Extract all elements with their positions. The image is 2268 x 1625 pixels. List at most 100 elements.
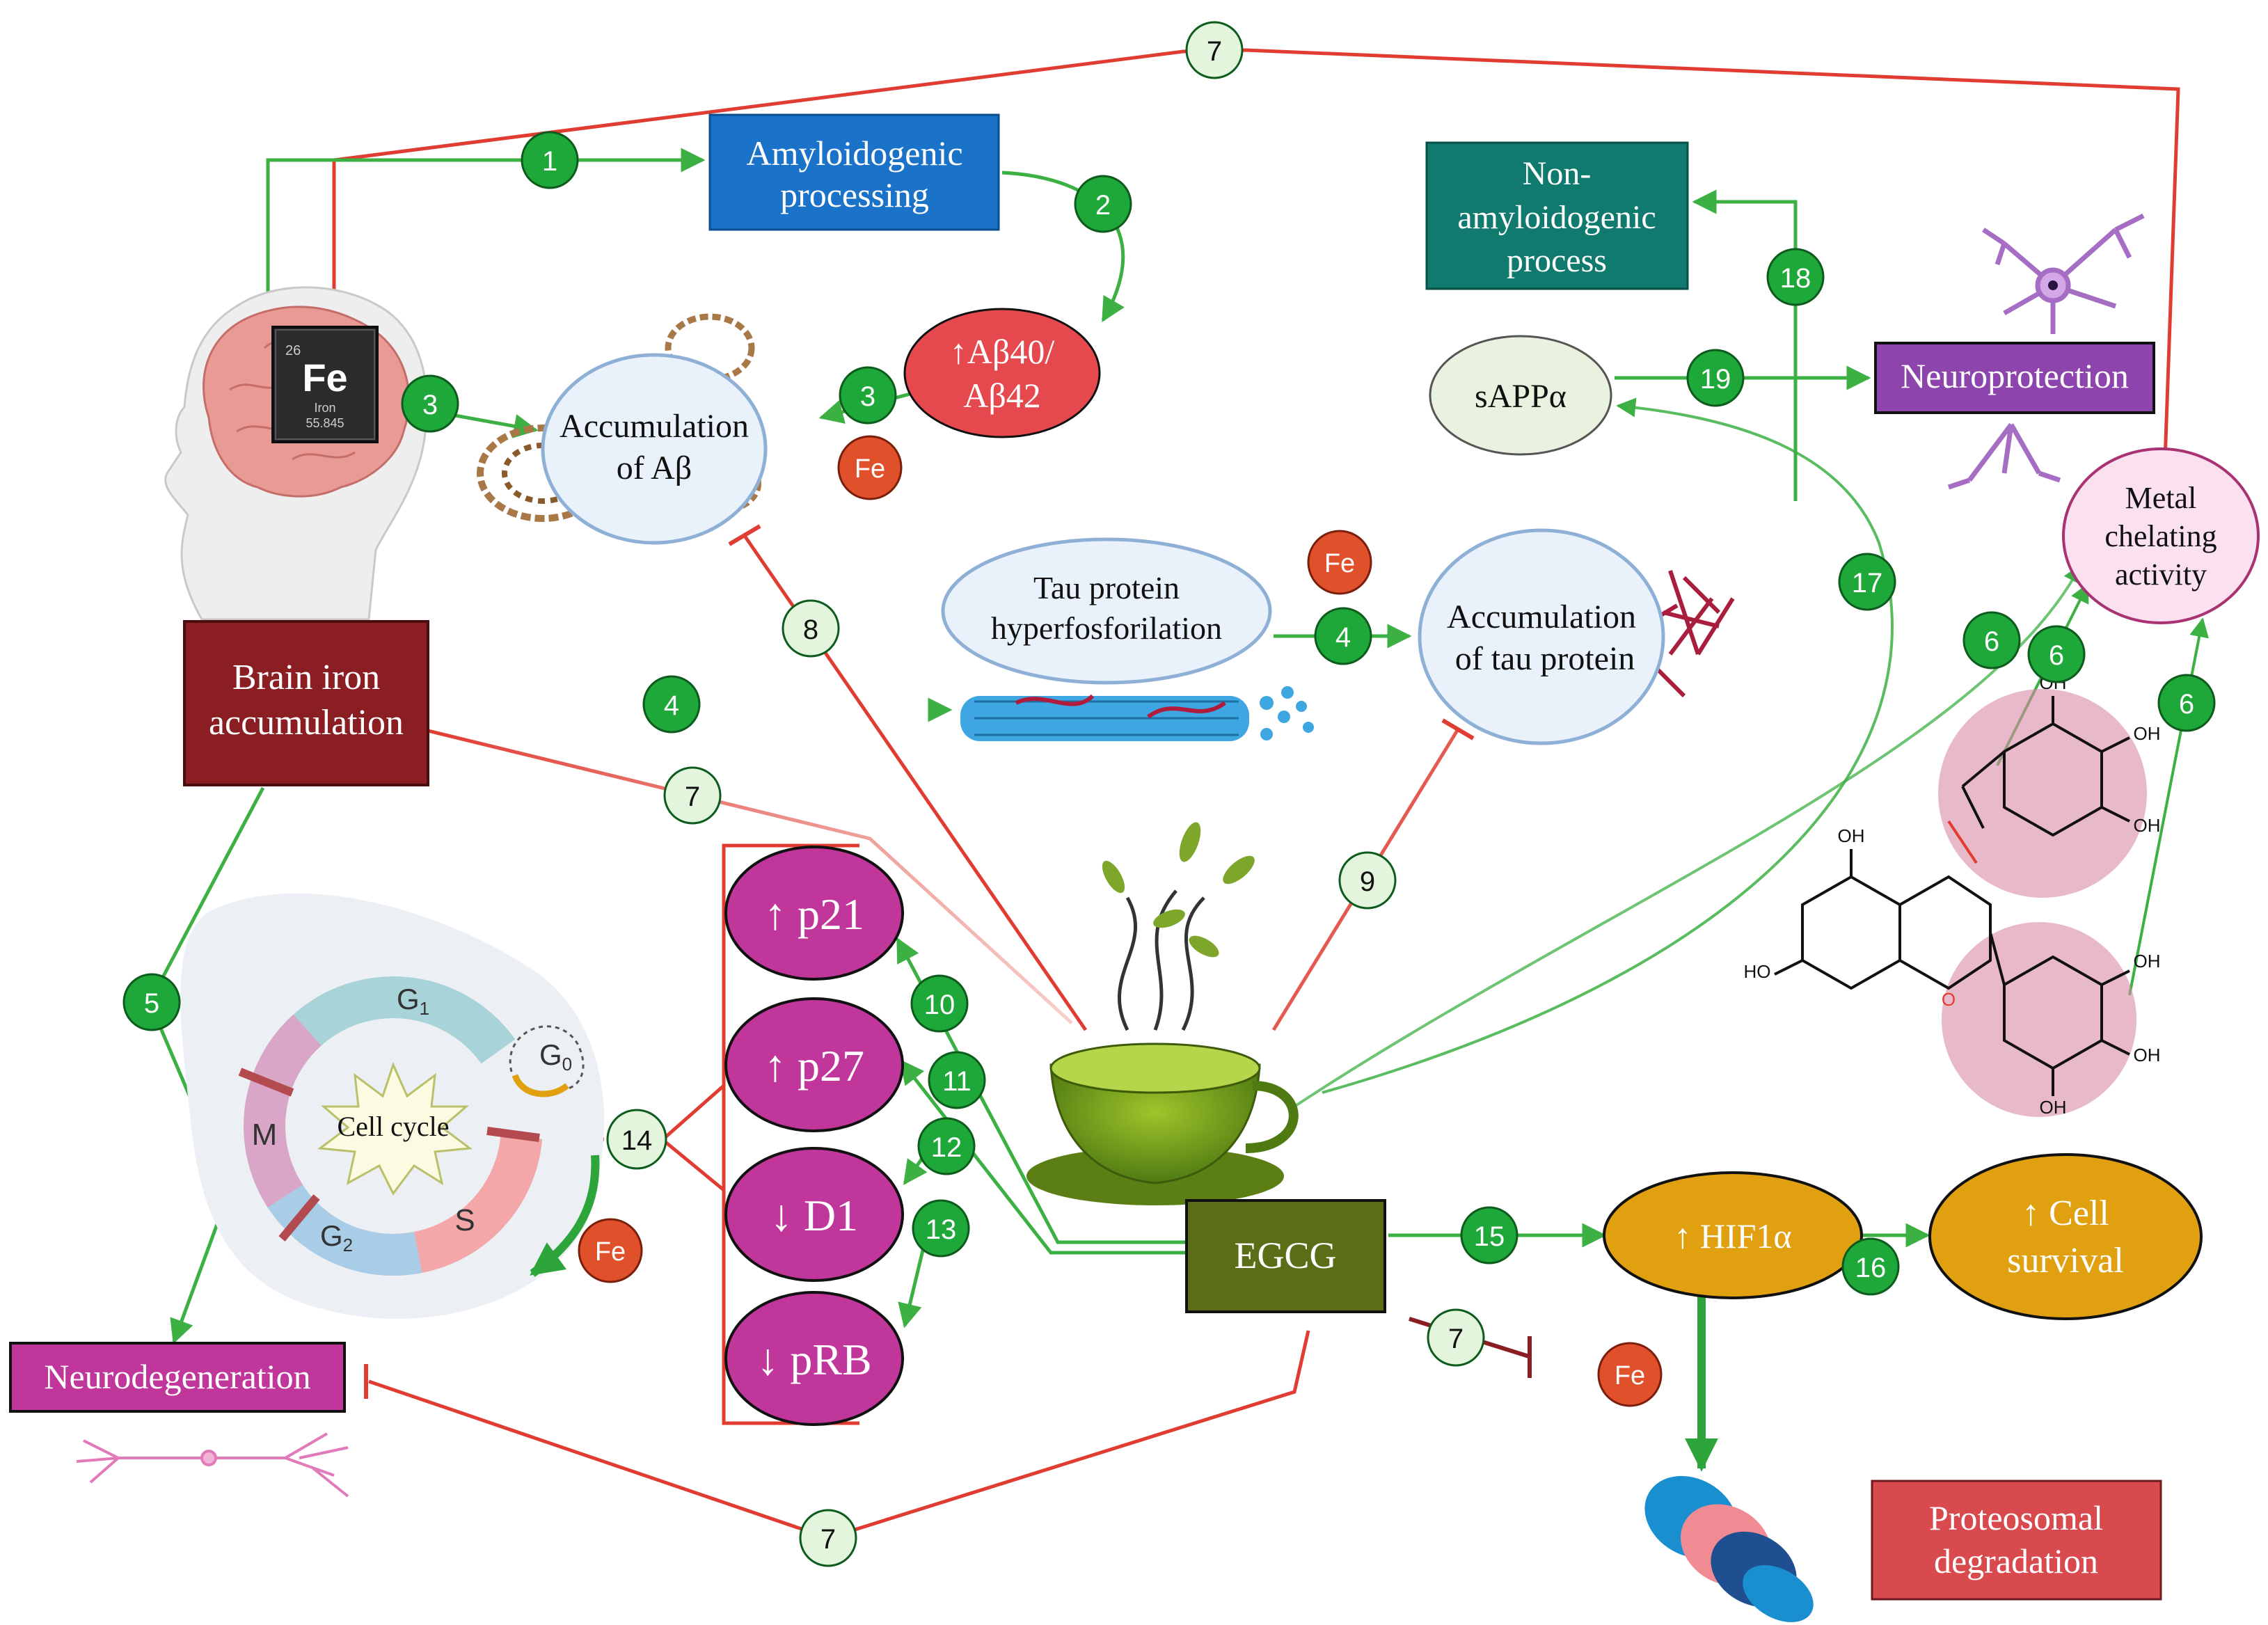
non-amyloid-label-2: amyloidogenic xyxy=(1457,199,1656,236)
step-badge-10: 10 xyxy=(910,974,969,1033)
fe-badge-cell-cycle: Fe xyxy=(578,1218,643,1283)
amyloidogenic-label-1: Amyloidogenic xyxy=(746,134,962,173)
step-badge-4b-label: 4 xyxy=(1335,622,1351,653)
oh-label-5: OH xyxy=(2134,951,2161,972)
cell-survival-label-1: ↑ Cell xyxy=(2022,1194,2109,1233)
step-badge-11-label: 11 xyxy=(942,1066,972,1097)
connectors xyxy=(148,48,2209,1540)
neuron-illustration-pink xyxy=(76,1432,349,1498)
oh-label-7: OH xyxy=(2040,1097,2067,1118)
d1-label: ↓ D1 xyxy=(770,1191,858,1240)
egcg-label: EGCG xyxy=(1235,1235,1337,1276)
metal-chelating-label-2: chelating xyxy=(2104,519,2217,553)
egcg-node: EGCG xyxy=(1185,1199,1386,1313)
step-badge-3b-label: 3 xyxy=(860,381,875,412)
step-badge-6a: 6 xyxy=(1962,611,2021,669)
step-badge-17: 17 xyxy=(1838,553,1896,611)
accumulation-abeta-node: Accumulation of Aβ xyxy=(541,353,768,545)
step-badge-4a: 4 xyxy=(642,675,701,734)
step-badges: 1 2 3 3 4 4 5 6 6 6 7 7 7 7 8 9 10 11 12… xyxy=(122,21,2216,1567)
sappa-node: sAPPα xyxy=(1429,335,1612,456)
g1-label: G1 xyxy=(397,983,429,1019)
proteosomal-label-1: Proteosomal xyxy=(1929,1498,2103,1537)
abeta-ratio-node: ↑Aβ40/ Aβ42 xyxy=(903,308,1101,438)
step-badge-7d-label: 7 xyxy=(820,1524,836,1555)
neurodegeneration-label: Neurodegeneration xyxy=(44,1357,310,1396)
step-badge-3b: 3 xyxy=(839,366,897,425)
checkpoint-s xyxy=(486,1127,540,1142)
tea-steam xyxy=(1118,889,1205,1031)
step-badge-14-label: 14 xyxy=(621,1125,653,1156)
galloyl-highlight-bottom xyxy=(1942,922,2136,1117)
step-badge-2-label: 2 xyxy=(1095,190,1111,221)
step-badge-7b: 7 xyxy=(663,766,722,825)
inhibit-line-7-mid xyxy=(427,729,1073,1024)
tea-leaf-4 xyxy=(1153,909,1185,928)
step-badge-7d: 7 xyxy=(799,1509,857,1567)
ring-oxygen-label: O xyxy=(1942,989,1956,1010)
neuroprotection-label: Neuroprotection xyxy=(1901,356,2129,395)
arrow-17 xyxy=(1322,397,1894,1094)
step-badge-5-label: 5 xyxy=(144,988,159,1019)
g0-loop xyxy=(509,1025,585,1091)
p27-node: ↑ p27 xyxy=(724,997,904,1132)
brain-iron-label-1: Brain iron xyxy=(232,658,380,697)
step-badge-6c: 6 xyxy=(2157,674,2216,732)
cell-cycle-diagram: Cell cycle G1 G0 M S G2 xyxy=(180,893,605,1319)
step-badge-17-label: 17 xyxy=(1852,568,1883,599)
tea-cup-handle xyxy=(1245,1081,1299,1153)
iron-mass: 55.845 xyxy=(306,416,344,430)
tea-leaf-1 xyxy=(1179,822,1201,862)
step-badge-4b: 4 xyxy=(1314,607,1372,665)
checkpoint-g2 xyxy=(278,1194,320,1242)
g2-ring xyxy=(244,976,543,1276)
step-badge-3a-label: 3 xyxy=(422,390,438,420)
step-badge-13: 13 xyxy=(912,1199,970,1258)
step-badge-5: 5 xyxy=(122,973,181,1031)
fe-badge-egcg: Fe xyxy=(1597,1342,1663,1407)
step-badge-3a: 3 xyxy=(401,374,459,433)
step-badge-12: 12 xyxy=(917,1117,976,1175)
fe-badge-abeta: Fe xyxy=(837,435,903,500)
p21-label: ↑ p21 xyxy=(764,889,864,939)
step-badge-7a: 7 xyxy=(1185,21,1244,79)
step-badge-15: 15 xyxy=(1460,1206,1518,1265)
non-amyloid-label-1: Non- xyxy=(1523,155,1592,192)
proteosomal-node: Proteosomal degradation xyxy=(1871,1480,2162,1601)
hif1a-node: ↑ HIF1α xyxy=(1603,1171,1863,1299)
sappa-label: sAPPα xyxy=(1475,378,1567,415)
ester-oxygen-bond xyxy=(1947,820,1978,864)
oh-label-2: OH xyxy=(2134,723,2161,744)
inhibit-bar-9 xyxy=(1441,718,1475,740)
step-badge-14: 14 xyxy=(606,1109,667,1170)
ho-label-1: HO xyxy=(1744,961,1771,982)
step-badge-9-label: 9 xyxy=(1360,866,1375,897)
hif1a-label: ↑ HIF1α xyxy=(1674,1216,1791,1255)
step-badge-6b-label: 6 xyxy=(2049,640,2064,671)
p27-label: ↑ p27 xyxy=(764,1041,864,1091)
proteosomal-label-2: degradation xyxy=(1934,1541,2098,1580)
tau-hyper-node: Tau protein hyperfosforilation xyxy=(941,537,1272,685)
tea-leaf-5 xyxy=(1189,935,1219,958)
abeta-ratio-label-1: ↑Aβ40/ xyxy=(950,332,1055,371)
accum-abeta-label-1: Accumulation xyxy=(560,408,749,445)
metal-chelating-label-3: activity xyxy=(2115,557,2207,592)
m-ring xyxy=(244,976,543,1276)
non-amyloidogenic-node: Non- amyloidogenic process xyxy=(1425,141,1689,290)
s-label: S xyxy=(454,1203,475,1237)
accum-tau-label-2: of tau protein xyxy=(1455,640,1635,677)
neurodegeneration-node: Neurodegeneration xyxy=(9,1342,346,1413)
cell-cycle-starburst xyxy=(317,1061,473,1196)
arrow-18 xyxy=(1692,189,1798,501)
amyloidogenic-node: Amyloidogenic processing xyxy=(708,113,1000,231)
fe-badge-tau: Fe xyxy=(1307,530,1372,595)
g2-label: G2 xyxy=(320,1219,353,1255)
step-badge-1: 1 xyxy=(521,131,579,189)
tea-leaf-3 xyxy=(1102,860,1125,894)
step-badge-1-label: 1 xyxy=(542,146,557,177)
neuron-illustration-purple xyxy=(1947,213,2145,490)
step-badge-13-label: 13 xyxy=(926,1214,957,1245)
egcg-molecule-structure: OH OH OH OH HO OH OH OH O xyxy=(1744,672,2161,1118)
step-badge-12-label: 12 xyxy=(931,1132,962,1163)
